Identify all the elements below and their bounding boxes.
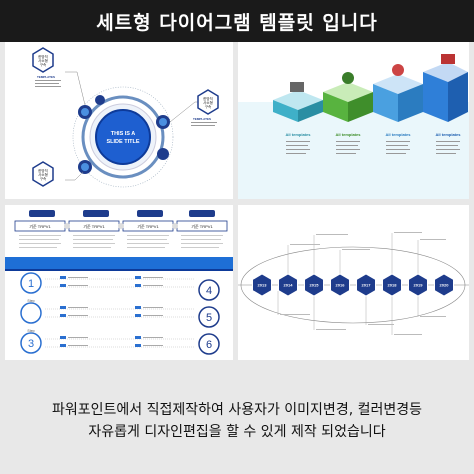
svg-text:사소형: 사소형 — [38, 58, 48, 63]
number-1: 1 — [28, 278, 34, 290]
number-3: 3 — [28, 338, 34, 350]
svg-text:기준 TRPV1: 기준 TRPV1 — [83, 223, 105, 229]
timeline-year-2016: 2016 — [336, 283, 346, 288]
timeline-hex-2017 — [356, 273, 376, 297]
block-1 — [273, 82, 323, 122]
step-table-slide: 기준 TRPV1 기준 TRPV1 기준 TRPV1 기준 TRPV1 1 3 … — [5, 205, 233, 360]
timeline-year-2019: 2019 — [414, 283, 424, 288]
block-3 — [373, 64, 423, 122]
step-table-graphic: 기준 TRPV1 기준 TRPV1 기준 TRPV1 기준 TRPV1 1 3 … — [5, 210, 233, 355]
svg-text:구속: 구속 — [40, 176, 47, 181]
svg-text:All templates: All templates — [286, 132, 312, 137]
circle-diagram-slide: THIS IS A SLIDE TITLE 한방직 사소형 구속 한방직 사소형… — [5, 42, 233, 199]
timeline-hex-2015 — [304, 273, 324, 297]
svg-text:All templates: All templates — [386, 132, 412, 137]
svg-text:기준 TRPV1: 기준 TRPV1 — [191, 223, 213, 229]
timeline-graphic: 2013 2014 2015 2016 2017 2018 2019 2020 — [238, 232, 469, 335]
stacked-blocks-graphic: All templates All templates All template… — [238, 54, 469, 199]
svg-text:구속: 구속 — [205, 104, 212, 109]
svg-text:한방직: 한방직 — [38, 168, 48, 173]
hex-top-left — [32, 47, 54, 73]
svg-text:TEMPLATES: TEMPLATES — [193, 117, 211, 121]
footer-line-2: 자유롭게 디자인편집을 할 수 있게 제작 되었습니다 — [88, 424, 386, 440]
svg-text:Step: Step — [27, 299, 34, 303]
number-6: 6 — [206, 339, 212, 351]
svg-text:All templates: All templates — [336, 132, 362, 137]
timeline-hex-2016 — [330, 273, 350, 297]
svg-text:구속: 구속 — [40, 62, 47, 67]
hex-bottom-left — [32, 161, 54, 187]
svg-text:Step: Step — [27, 329, 34, 333]
number-4: 4 — [206, 285, 212, 297]
center-circle — [96, 110, 150, 164]
timeline-hex-2020 — [434, 273, 454, 297]
number-5: 5 — [206, 312, 212, 324]
circle-diagram-graphic: THIS IS A SLIDE TITLE 한방직 사소형 구속 한방직 사소형… — [32, 47, 219, 188]
timeline-year-2015: 2015 — [310, 283, 320, 288]
block-4 — [423, 54, 468, 122]
center-title-line1: THIS IS A — [111, 131, 136, 137]
footer-caption: 파워포인트에서 직접제작하여 사용자가 이미지변경, 컬러변경등 자유롭게 디자… — [0, 366, 474, 474]
timeline-year-2017: 2017 — [362, 283, 372, 288]
center-title-line2: SLIDE TITLE — [107, 139, 140, 145]
timeline-hex-2013 — [252, 273, 272, 297]
svg-text:기준 TRPV1: 기준 TRPV1 — [29, 223, 51, 229]
svg-text:한방직: 한방직 — [203, 96, 213, 101]
timeline-year-2020: 2020 — [440, 283, 450, 288]
block-2 — [323, 72, 373, 122]
timeline-slide: 2013 2014 2015 2016 2017 2018 2019 2020 — [238, 205, 469, 360]
footer-line-1: 파워포인트에서 직접제작하여 사용자가 이미지변경, 컬러변경등 — [51, 402, 422, 418]
hex-right — [197, 89, 219, 115]
timeline-year-2014: 2014 — [284, 283, 294, 288]
svg-text:기준 TRPV1: 기준 TRPV1 — [137, 223, 159, 229]
svg-text:All templates: All templates — [436, 132, 462, 137]
page-title: 세트형 다이어그램 템플릿 입니다 — [0, 0, 474, 42]
svg-text:TEMPLATES: TEMPLATES — [37, 75, 55, 79]
svg-text:사소형: 사소형 — [38, 172, 48, 177]
timeline-hex-2018 — [382, 273, 402, 297]
svg-text:한방직: 한방직 — [38, 54, 48, 59]
timeline-year-2018: 2018 — [388, 283, 398, 288]
svg-text:사소형: 사소형 — [203, 100, 213, 105]
timeline-hex-2014 — [278, 273, 298, 297]
timeline-year-2013: 2013 — [258, 283, 268, 288]
stacked-blocks-slide: All templates All templates All template… — [238, 42, 469, 199]
timeline-hex-2019 — [408, 273, 428, 297]
